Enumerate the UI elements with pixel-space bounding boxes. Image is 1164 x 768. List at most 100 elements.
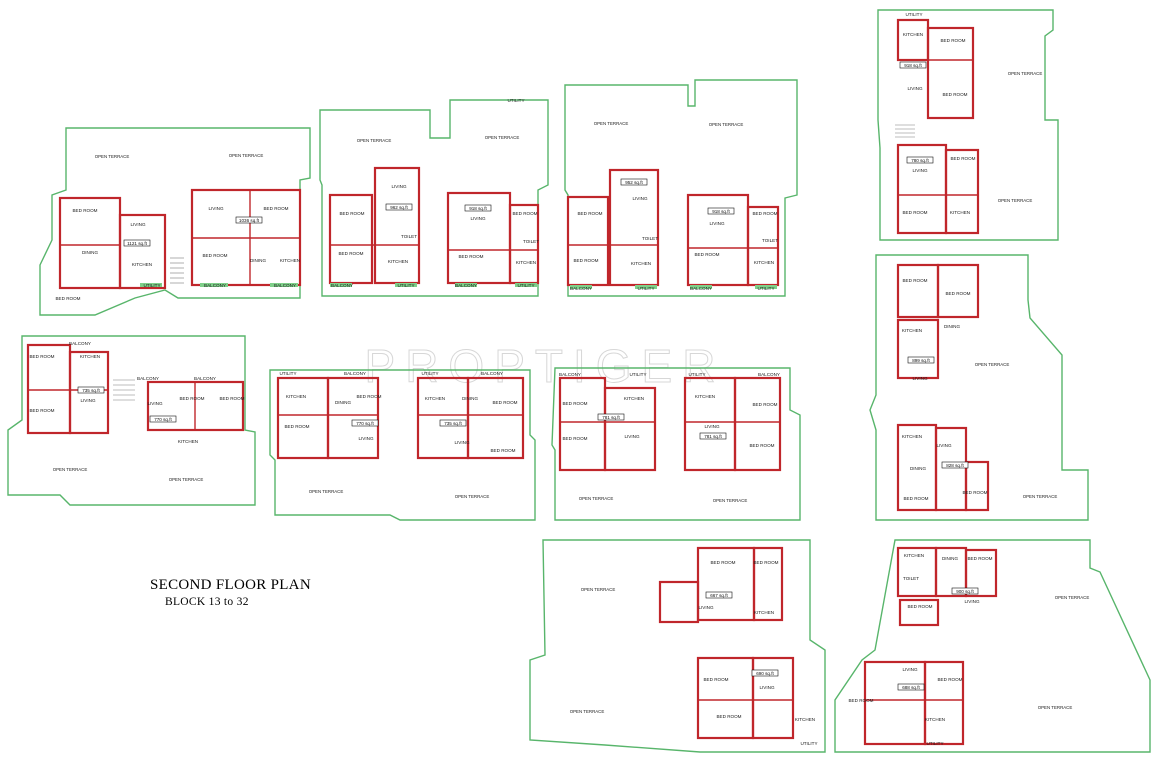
label-open-terrace: OPEN TERRACE [1038, 705, 1073, 710]
label-utility: UTILITY [421, 371, 438, 376]
label-balcony: BALCONY [137, 376, 159, 381]
label-balcony: BALCONY [331, 283, 353, 288]
plan-subtitle: BLOCK 13 to 32 [165, 596, 249, 608]
label-dining: DINING [462, 396, 479, 401]
unit-area-label: 781 sq.ft [602, 415, 620, 420]
label-bed-room: BED ROOM [562, 436, 587, 441]
label-living: LIVING [632, 196, 647, 201]
label-bed-room: BED ROOM [962, 490, 987, 495]
label-bed-room: BED ROOM [492, 400, 517, 405]
label-bed-room: BED ROOM [219, 396, 244, 401]
label-toilet: TOILET [762, 238, 778, 243]
label-bed-room: BED ROOM [902, 278, 927, 283]
label-bed-room: BED ROOM [967, 556, 992, 561]
label-utility: UTILITY [757, 286, 774, 291]
label-balcony: BALCONY [69, 341, 91, 346]
label-open-terrace: OPEN TERRACE [53, 467, 88, 472]
label-kitchen: KITCHEN [950, 210, 970, 215]
label-balcony: BALCONY [758, 372, 780, 377]
unit-area-label: 1036 sq.ft [239, 218, 260, 223]
unit-area-label: 952 sq.ft [625, 180, 643, 185]
label-bed-room: BED ROOM [562, 401, 587, 406]
label-bed-room: BED ROOM [942, 92, 967, 97]
label-living: LIVING [704, 424, 719, 429]
label-utility: UTILITY [800, 741, 817, 746]
label-kitchen: KITCHEN [631, 261, 651, 266]
label-toilet: TOILET [401, 234, 417, 239]
block-middle-left: OPEN TERRACE OPEN TERRACE BED ROOM KITCH… [7, 335, 256, 506]
unit-area-label: 780 sq.ft [911, 158, 929, 163]
label-balcony: BALCONY [559, 372, 581, 377]
label-utility: UTILITY [143, 283, 160, 288]
label-living: LIVING [80, 398, 95, 403]
label-open-terrace: OPEN TERRACE [1023, 494, 1058, 499]
label-bed-room: BED ROOM [753, 560, 778, 565]
label-bed-room: BED ROOM [490, 448, 515, 453]
unit-area-label: 828 sq.ft [946, 463, 964, 468]
label-bed-room: BED ROOM [703, 677, 728, 682]
label-bed-room: BED ROOM [263, 206, 288, 211]
label-living: LIVING [759, 685, 774, 690]
block-top-center-right: OPEN TERRACE OPEN TERRACE LIVING BED ROO… [564, 79, 798, 297]
label-bed-room: BED ROOM [338, 251, 363, 256]
label-bed-room: BED ROOM [356, 394, 381, 399]
label-open-terrace: OPEN TERRACE [169, 477, 204, 482]
block-middle-right: OPEN TERRACE OPEN TERRACE BED ROOM BED R… [869, 254, 1089, 521]
label-bed-room: BED ROOM [907, 604, 932, 609]
label-bed-room: BED ROOM [55, 296, 80, 301]
label-open-terrace: OPEN TERRACE [309, 489, 344, 494]
label-living: LIVING [358, 436, 373, 441]
label-bed-room: BED ROOM [284, 424, 309, 429]
label-living: LIVING [907, 86, 922, 91]
label-kitchen: KITCHEN [80, 354, 100, 359]
label-dining: DINING [335, 400, 352, 405]
label-bed-room: BED ROOM [848, 698, 873, 703]
label-balcony: BALCONY [481, 371, 503, 376]
label-kitchen: KITCHEN [903, 32, 923, 37]
label-utility: UTILITY [507, 98, 524, 103]
label-open-terrace: OPEN TERRACE [357, 138, 392, 143]
label-living: LIVING [902, 667, 917, 672]
unit-area-label: 735 sq.ft [444, 421, 462, 426]
label-bed-room: BED ROOM [950, 156, 975, 161]
label-open-terrace: OPEN TERRACE [485, 135, 520, 140]
label-living: LIVING [698, 605, 713, 610]
label-living: LIVING [470, 216, 485, 221]
label-bed-room: BED ROOM [945, 291, 970, 296]
label-bed-room: BED ROOM [716, 714, 741, 719]
label-utility: UTILITY [926, 741, 943, 746]
label-bed-room: BED ROOM [752, 211, 777, 216]
unit-area-label: 962 sq.ft [390, 205, 408, 210]
label-bed-room: BED ROOM [749, 443, 774, 448]
block-middle-center-left: OPEN TERRACE OPEN TERRACE UTILITY BALCON… [269, 369, 536, 521]
block-middle-center-right: OPEN TERRACE OPEN TERRACE BALCONY UTILIT… [551, 367, 801, 521]
label-open-terrace: OPEN TERRACE [95, 154, 130, 159]
label-bed-room: BED ROOM [29, 408, 54, 413]
label-dining: DINING [910, 466, 927, 471]
label-kitchen: KITCHEN [695, 394, 715, 399]
label-open-terrace: OPEN TERRACE [229, 153, 264, 158]
label-toilet: TOILET [642, 236, 658, 241]
label-utility: UTILITY [905, 12, 922, 17]
label-bed-room: BED ROOM [339, 211, 364, 216]
label-kitchen: KITCHEN [925, 717, 945, 722]
unit-area-label: 900 sq.ft [956, 589, 974, 594]
label-bed-room: BED ROOM [902, 210, 927, 215]
label-dining: DINING [942, 556, 959, 561]
label-dining: DINING [944, 324, 961, 329]
label-living: LIVING [130, 222, 145, 227]
label-utility: UTILITY [688, 372, 705, 377]
label-open-terrace: OPEN TERRACE [581, 587, 616, 592]
label-kitchen: KITCHEN [132, 262, 152, 267]
unit-area-label: 735 sq.ft [82, 388, 100, 393]
label-bed-room: BED ROOM [573, 258, 598, 263]
label-utility: UTILITY [629, 372, 646, 377]
unit-area-label: 688 sq.ft [902, 685, 920, 690]
label-bed-room: BED ROOM [179, 396, 204, 401]
label-living: LIVING [208, 206, 223, 211]
label-utility: UTILITY [397, 283, 414, 288]
label-open-terrace: OPEN TERRACE [594, 121, 629, 126]
label-kitchen: KITCHEN [624, 396, 644, 401]
label-toilet: TOILET [523, 239, 539, 244]
label-kitchen: KITCHEN [754, 260, 774, 265]
